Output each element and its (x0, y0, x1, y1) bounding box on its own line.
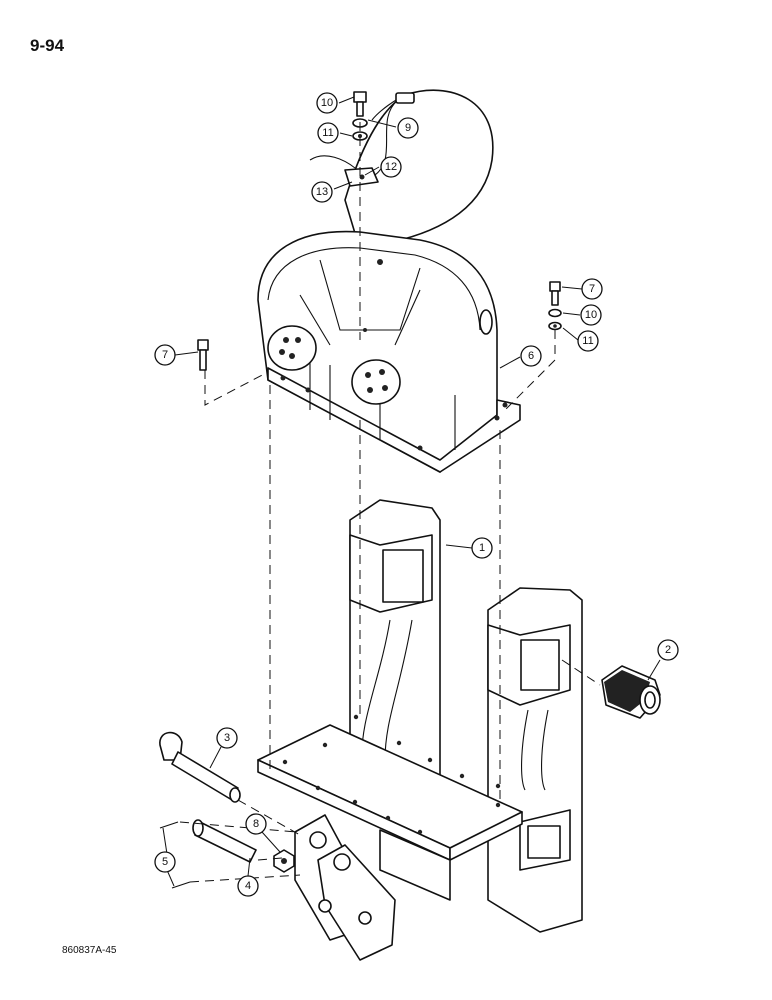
svg-text:2: 2 (665, 644, 671, 656)
callout-11-right: 11 (577, 330, 599, 352)
svg-text:13: 13 (316, 186, 328, 198)
callout-10-right: 10 (580, 304, 602, 326)
callout-13: 13 (311, 181, 333, 203)
svg-text:6: 6 (528, 350, 534, 362)
right-bolt-stack (548, 281, 562, 331)
svg-text:11: 11 (582, 335, 593, 347)
page-number: 9-94 (30, 36, 65, 55)
svg-text:5: 5 (162, 856, 168, 868)
top-bolt-stack (352, 91, 368, 141)
callout-10-top: 10 (316, 92, 338, 114)
callout-2: 2 (657, 639, 679, 661)
callout-4: 4 (237, 875, 259, 897)
callout-8: 8 (245, 813, 267, 835)
callout-9: 9 (397, 117, 419, 139)
svg-text:12: 12 (385, 161, 397, 173)
svg-text:11: 11 (322, 127, 333, 139)
figure-code: 860837A-45 (62, 945, 117, 956)
svg-text:10: 10 (585, 309, 597, 321)
svg-text:9: 9 (405, 122, 411, 134)
callout-7-left: 7 (154, 344, 176, 366)
svg-text:3: 3 (224, 732, 230, 744)
svg-text:7: 7 (589, 283, 595, 295)
callout-3: 3 (216, 727, 238, 749)
svg-text:7: 7 (162, 349, 168, 361)
frame-bracket (257, 499, 583, 961)
svg-text:8: 8 (253, 818, 259, 830)
svg-text:10: 10 (321, 97, 333, 109)
nut-8 (273, 849, 295, 873)
gearbox (257, 230, 521, 473)
roll-pins-5 (159, 821, 191, 889)
svg-text:4: 4 (245, 880, 251, 892)
callout-1: 1 (471, 537, 493, 559)
bushing (601, 665, 661, 719)
callout-5: 5 (154, 851, 176, 873)
leader-lines (162, 96, 661, 887)
callout-11-top: 11 (317, 122, 339, 144)
left-bolt-7 (197, 339, 209, 371)
svg-text:1: 1 (479, 542, 485, 554)
hitch-pin-3 (159, 731, 241, 803)
alignment-lines (179, 122, 601, 883)
callout-12: 12 (380, 156, 402, 178)
callout-6: 6 (520, 345, 542, 367)
callout-7-right: 7 (581, 278, 603, 300)
